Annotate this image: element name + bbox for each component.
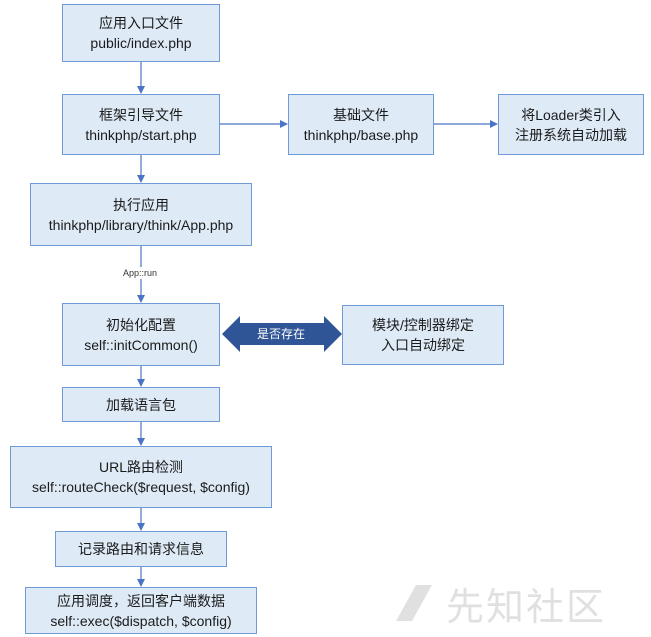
node-run-app-title: 执行应用 bbox=[113, 196, 169, 213]
node-bootstrap-title: 框架引导文件 bbox=[99, 106, 183, 123]
node-loader-line2: 注册系统自动加载 bbox=[515, 126, 627, 143]
node-module-bind-line2: 入口自动绑定 bbox=[381, 337, 465, 353]
node-module-bind: 模块/控制器绑定 入口自动绑定 bbox=[342, 305, 504, 365]
node-base: 基础文件 thinkphp/base.php bbox=[288, 94, 434, 155]
node-loader: 将Loader类引入 注册系统自动加载 bbox=[498, 94, 644, 155]
node-entry-file: public/index.php bbox=[90, 35, 192, 51]
node-loader-line1: 将Loader类引入 bbox=[521, 106, 621, 123]
node-bootstrap-file: thinkphp/start.php bbox=[85, 126, 197, 143]
node-log: 记录路由和请求信息 bbox=[55, 531, 227, 567]
watermark: 先知社区 bbox=[392, 580, 630, 629]
node-log-title: 记录路由和请求信息 bbox=[78, 541, 204, 557]
node-route: URL路由检测 self::routeCheck($request, $conf… bbox=[10, 446, 272, 508]
node-dispatch-title: 应用调度，返回客户端数据 bbox=[57, 592, 225, 609]
node-base-title: 基础文件 bbox=[333, 106, 389, 123]
node-entry-title: 应用入口文件 bbox=[99, 15, 183, 31]
watermark-text: 先知社区 bbox=[446, 584, 607, 629]
node-lang: 加载语言包 bbox=[62, 387, 220, 422]
node-module-bind-line1: 模块/控制器绑定 bbox=[372, 317, 474, 333]
node-run-app: 执行应用 thinkphp/library/think/App.php bbox=[30, 183, 252, 246]
node-run-app-file: thinkphp/library/think/App.php bbox=[48, 216, 234, 233]
node-init: 初始化配置 self::initCommon() bbox=[62, 303, 220, 366]
node-route-call: self::routeCheck($request, $config) bbox=[32, 479, 250, 495]
app-run-label: App::run bbox=[121, 267, 160, 279]
node-dispatch: 应用调度，返回客户端数据 self::exec($dispatch, $conf… bbox=[25, 587, 257, 634]
node-init-title: 初始化配置 bbox=[106, 316, 176, 333]
exists-double-arrow bbox=[222, 316, 342, 352]
exists-check-label: 是否存在 bbox=[257, 327, 306, 341]
node-bootstrap: 框架引导文件 thinkphp/start.php bbox=[62, 94, 220, 155]
node-base-file: thinkphp/base.php bbox=[303, 126, 419, 143]
node-dispatch-call: self::exec($dispatch, $config) bbox=[50, 612, 232, 629]
node-init-call: self::initCommon() bbox=[84, 336, 198, 353]
node-lang-title: 加载语言包 bbox=[106, 396, 176, 413]
node-route-title: URL路由检测 bbox=[98, 459, 183, 475]
node-entry: 应用入口文件 public/index.php bbox=[62, 4, 220, 62]
watermark-logo-icon bbox=[396, 585, 432, 621]
